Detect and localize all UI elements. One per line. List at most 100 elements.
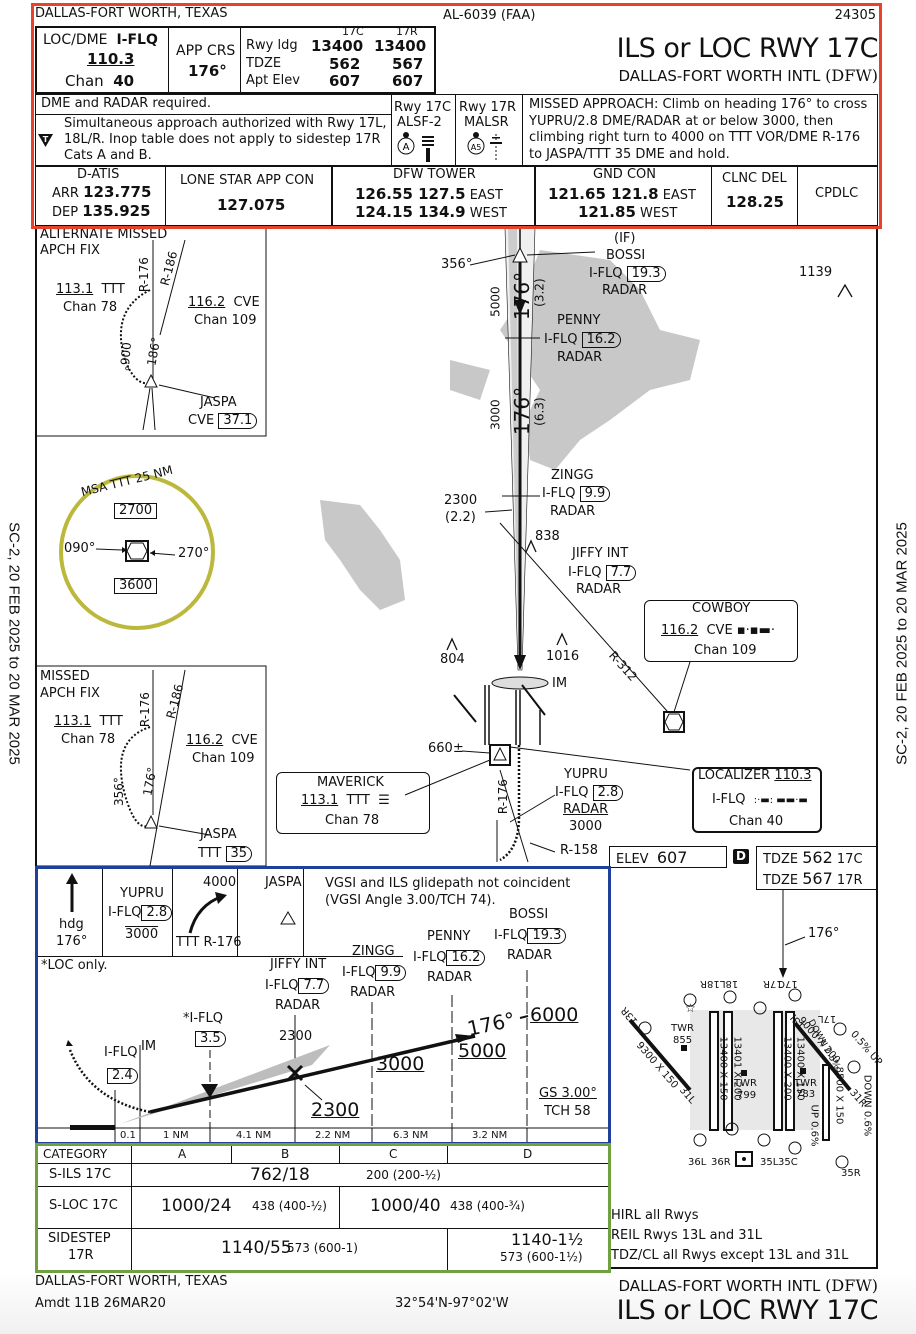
app-crs-value: 176° [188,62,227,80]
jaspa-fix-icon [144,814,158,829]
runway-end: 35C [778,1157,798,1168]
fix-dme: 9.9 [579,486,611,502]
lake-shape [320,500,405,610]
map-dme: 2.4 [107,1068,138,1084]
ttt-ident: TTT [99,714,123,729]
approach-light-icon [638,988,861,1169]
gs-intercept-dist: (2.2) [445,510,476,525]
loc-label: LOC/DME [43,32,108,48]
missed-hdg-label: hdg [59,917,84,932]
jaspa-fix-icon [144,373,158,388]
airport-code: (DFW) [825,66,878,85]
fix-radar: RADAR [563,802,609,817]
fix-name: ZINGG [551,468,594,483]
ttt-freq: 113.1 [56,282,94,297]
msa-circle [59,474,215,630]
loc-only-note: *LOC only. [41,958,108,973]
localizer-navaid-box [692,767,822,833]
tower-elev: 799 [737,1090,757,1101]
fix-radar: RADAR [427,970,473,985]
navaid-name: MAVERICK [317,775,384,790]
tdze-label: TDZE [763,873,799,888]
fix-altitude: 6000 [530,1004,579,1026]
rwy-ldg-17c: 13400 [311,37,364,55]
bossi-fix-icon [512,246,528,263]
runway-end: 35L [760,1157,779,1168]
missed-climb-radial: TTT R-176 [176,935,242,950]
tower-label: TWR [734,1078,757,1089]
tower-west-freqs: 124.15 134.9 [355,203,466,221]
fix-altitude: 2300 [279,1029,313,1044]
navaid-freq: 116.2 [661,623,699,638]
cve-chan: Chan 109 [194,313,257,328]
tdze-box [756,846,877,890]
fix-ref: I-FLQ [544,332,578,347]
tdze-17r: 567 [392,55,424,73]
gs-intercept-icon [286,1064,304,1082]
missed-yupru-name: YUPRU [120,886,164,901]
glideslope-wedge [120,1045,330,1124]
missed-hdg-value: 176° [56,934,88,949]
fix-altitude: 5000 [458,1040,507,1062]
inner-marker-label: IM [552,676,568,691]
navaid-freq: 113.1 [301,793,339,808]
svg-text:A: A [403,142,410,153]
lake-shape [500,250,700,470]
fix-name: PENNY [557,313,601,328]
lighting-note: REIL Rwys 13L and 31L [611,1228,763,1243]
missed-yupru-ref: I-FLQ [108,905,142,920]
obstacle-elevation: 804 [440,652,465,667]
glidepath-line [149,1034,476,1114]
note-dme-radar: DME and RADAR required. [41,96,212,111]
navaid-name: COWBOY [692,601,751,616]
missed-hold-fix-icon [280,911,296,925]
footer-amendment: Amdt 11B 26MAR20 [35,1296,166,1311]
fix-ref: I-FLQ [265,978,299,993]
msa-right-bearing: 270° [178,546,210,561]
runway-end: 36L [688,1157,707,1168]
minimums-value: 1000/24 [161,1196,232,1216]
cpdlc-label: CPDLC [815,186,859,201]
vgsi-note: VGSI and ILS glidepath not coincident (V… [325,876,571,908]
yupru-altitude: 3000 [569,819,603,834]
chart-id: AL-6039 (FAA) [443,8,536,23]
gradient-label: DOWN 0.6% [861,1075,872,1137]
fix-dme: 19.3 [626,266,666,282]
minimums-sub: 200 (200-½) [366,1168,441,1182]
fix-dme: 7.7 [605,565,637,581]
gradient-value: 0.6% [861,1110,873,1137]
fix-name: ZINGG [352,944,395,959]
gnd-label: GND CON [593,167,656,182]
fix-dme: 9.9 [375,965,407,981]
footer-airport-name: DALLAS-FORT WORTH INTL [618,1277,821,1295]
navaid-name: LOCALIZER [698,768,771,783]
runway-end: 36R [711,1157,731,1168]
clnc-del-label: CLNC DEL [722,171,787,186]
airport-diagram [609,845,878,1269]
fix-name: JASPA [200,827,237,842]
svg-text:A5: A5 [471,143,482,152]
header-city: DALLAS-FORT WORTH, TEXAS [35,6,228,21]
minimums-header: B [281,1147,290,1161]
gnd-west-label: WEST [640,206,678,221]
gs-intercept-alt: 2300 [444,493,478,508]
fix-radar: RADAR [602,283,648,298]
minimums-row-label: 17R [68,1248,94,1263]
fix-name: JIFFY INT [572,546,629,561]
atis-arr-freq: 123.775 [83,183,152,201]
plan-view-frame [35,226,878,866]
apt-elev-17r: 607 [392,72,424,90]
fix-ref: I-FLQ [413,950,447,965]
fix-name: BOSSI [509,907,549,922]
fix-ref: I-FLQ [555,785,589,800]
fix-ref: TTT [198,846,222,861]
fix-dme: 2.8 [592,785,624,801]
morse-code-icon: ▪︎·▪︎▬· [736,623,775,638]
fix-dme: 35 [225,846,253,862]
navaid-chan: Chan 109 [694,643,757,658]
takeoff-minimums-icon: T [37,132,54,148]
ttt-chan: Chan 78 [63,300,118,315]
loc-freq: 110.3 [87,50,135,68]
ttt-chan: Chan 78 [61,732,116,747]
